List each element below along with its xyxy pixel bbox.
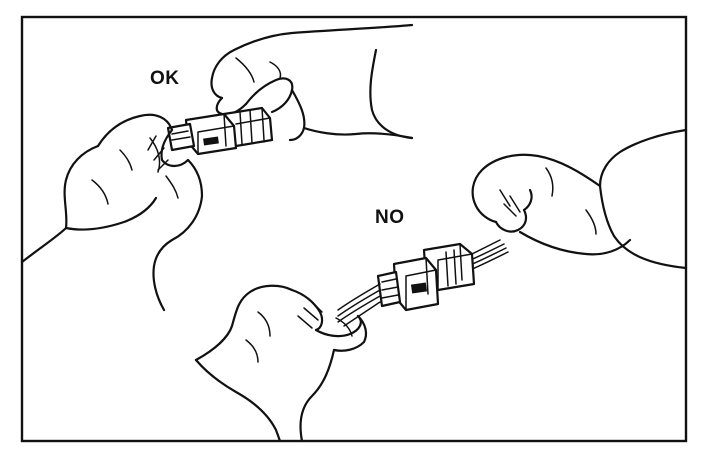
ok-right-hand	[210, 23, 414, 143]
ok-scene	[20, 23, 414, 312]
no-left-hand	[194, 284, 368, 443]
illustration-frame	[20, 15, 688, 443]
no-right-hand	[471, 128, 688, 270]
label-ok: OK	[150, 68, 180, 89]
label-no: NO	[375, 207, 405, 228]
no-scene	[194, 128, 688, 443]
ok-connector	[166, 106, 274, 156]
no-connector	[376, 242, 476, 312]
ok-left-hand	[20, 113, 204, 312]
no-wires-left	[337, 283, 381, 327]
